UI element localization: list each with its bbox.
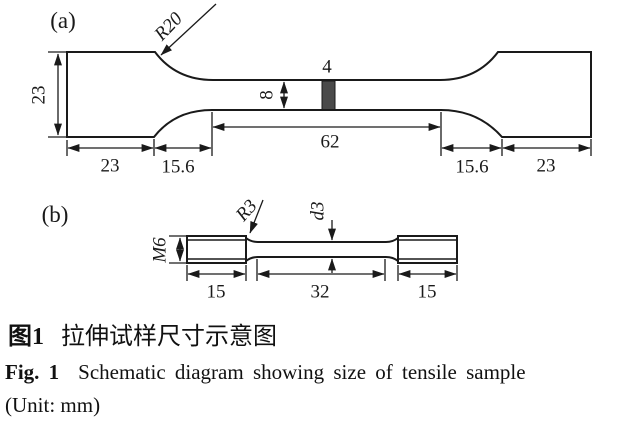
bottom-extension-lines [66, 139, 592, 156]
dimension-r20-label: R20 [150, 8, 187, 46]
panel-b: (b) M6 R3 d3 15 [42, 196, 458, 302]
dimension-m6-label: M6 [149, 237, 170, 264]
m6-dim-ticks [169, 235, 186, 264]
r20-leader-line [160, 3, 217, 56]
height-dim-ticks [48, 51, 66, 138]
dimension-15-6-right-label: 15.6 [455, 156, 488, 177]
caption-zh-text: 拉伸试样尺寸示意图 [61, 324, 277, 350]
thread-lines-right [398, 239, 457, 260]
dimension-d3-label: d3 [307, 202, 328, 221]
dimension-23-left-label: 23 [101, 155, 120, 176]
caption-en: Fig. 1 Schematic diagram showing size of … [5, 360, 620, 385]
caption-zh-number: 图1 [8, 324, 44, 350]
panel-b-extension-lines [186, 259, 458, 281]
caption-zh: 图1 拉伸试样尺寸示意图 [8, 316, 620, 351]
specimen-b-gauge-outline [245, 237, 399, 262]
dimension-15-6-left-label: 15.6 [161, 156, 194, 177]
r3-leader-line [249, 199, 264, 234]
panel-b-label: (b) [42, 202, 69, 227]
dimension-32-label: 32 [311, 281, 330, 302]
dimension-r3-label: R3 [231, 196, 261, 226]
caption-en-text: Schematic diagram showing size of tensil… [78, 360, 526, 384]
marked-region [321, 80, 336, 110]
gauge-length-extension-lines [211, 112, 442, 156]
tensile-sample-diagram: (a) 4 R20 23 8 62 [28, 3, 592, 302]
dimension-62-label: 62 [321, 131, 340, 152]
panel-a: (a) 4 R20 23 8 62 [28, 3, 592, 177]
thread-lines-left [187, 239, 246, 260]
dimension-23-height-label: 23 [28, 86, 49, 105]
dimension-23-right-label: 23 [537, 155, 556, 176]
figure-caption: 图1 拉伸试样尺寸示意图 Fig. 1 Schematic diagram show… [0, 308, 620, 418]
caption-unit-note: (Unit: mm) [5, 393, 101, 417]
dimension-4-label: 4 [322, 56, 332, 77]
caption-en-number: Fig. 1 [5, 360, 60, 384]
dimension-15-left-label: 15 [207, 281, 226, 302]
dimension-8-label: 8 [256, 90, 277, 100]
dimension-15-right-label: 15 [418, 281, 437, 302]
panel-a-label: (a) [50, 8, 76, 33]
